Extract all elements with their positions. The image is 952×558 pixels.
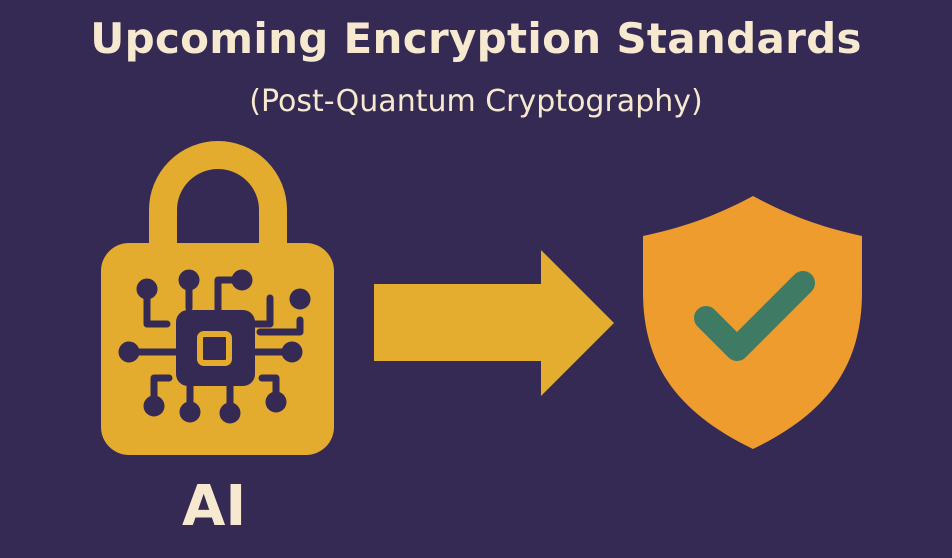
circuit-icon [118, 269, 311, 424]
shield-check-icon [643, 196, 862, 449]
circuit-padlock-icon [101, 141, 334, 455]
checkmark-icon [694, 271, 815, 361]
arrow-right-icon [374, 250, 614, 396]
page-title: Upcoming Encryption Standards [90, 14, 862, 63]
chip [176, 310, 255, 386]
padlock-shackle [149, 141, 287, 258]
chip-core [197, 331, 232, 366]
lock-label: AI [182, 474, 247, 539]
page-subtitle: (Post-Quantum Cryptography) [249, 84, 703, 119]
